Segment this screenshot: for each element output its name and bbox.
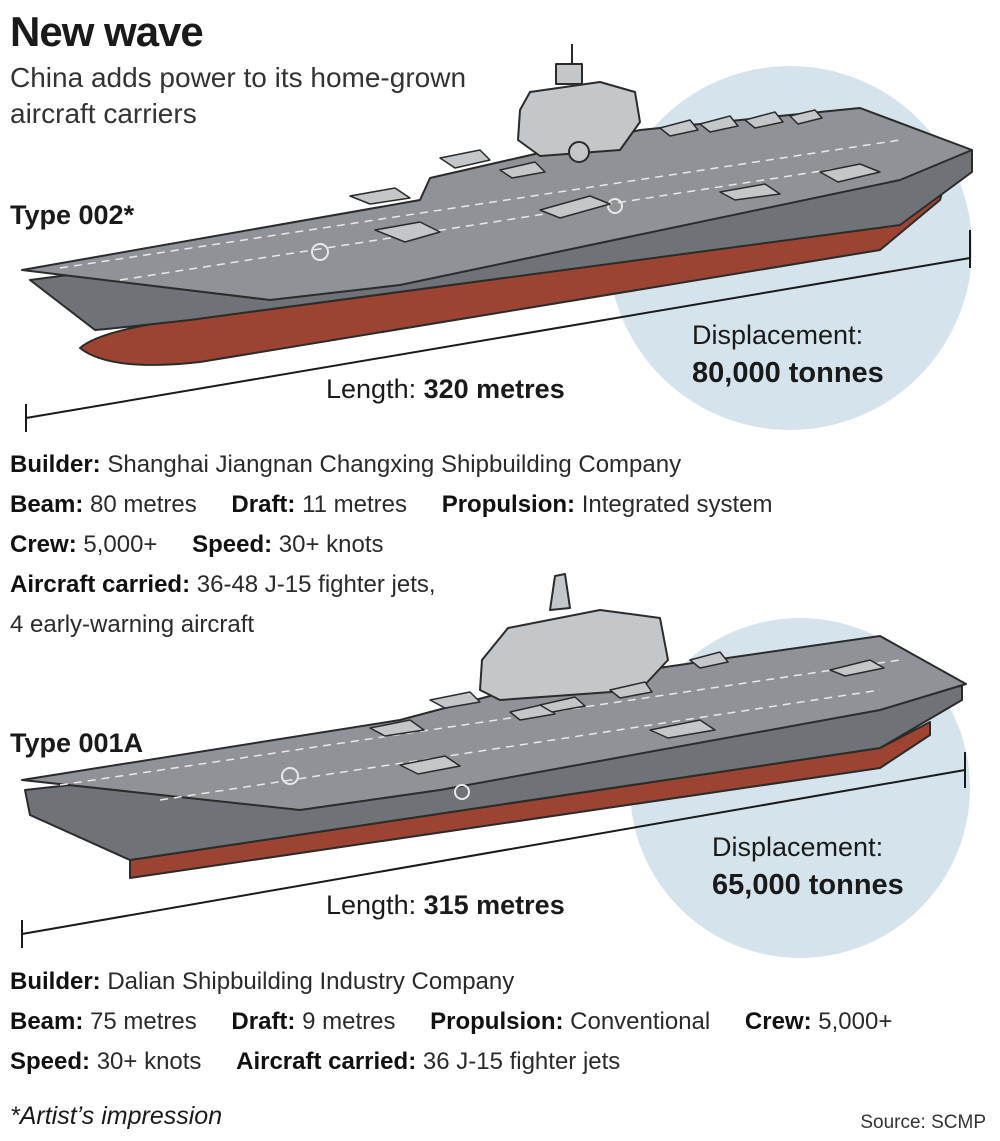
page-title: New wave [10,8,204,55]
specs-001a: Builder: Dalian Shipbuilding Industry Co… [10,962,892,1082]
carrier-type-002 [21,44,973,366]
displacement-label-002: Displacement: 80,000 tonnes [692,320,884,389]
ship-label-001a: Type 001A [10,728,144,758]
spec-row-builder-002: Builder: Shanghai Jiangnan Changxing Shi… [10,451,682,478]
spec-row-dimensions-001a: Beam: 75 metres Draft: 9 metres Propulsi… [10,1008,893,1035]
spec-row-aircraft-2-002: 4 early-warning aircraft [10,611,255,638]
spec-row-builder-001a: Builder: Dalian Shipbuilding Industry Co… [10,968,515,995]
island-002 [517,81,641,157]
carrier-type-001a [21,573,967,879]
length-label-002: Length: 320 metres [326,374,565,404]
spec-row-aircraft-002: Aircraft carried: 36-48 J-15 fighter jet… [10,571,436,598]
length-label-001a: Length: 315 metres [326,890,565,920]
hull-red-002 [79,181,946,366]
spec-row-crew-002: Crew: 5,000+ Speed: 30+ knots [10,531,384,558]
spec-row-speed-001a: Speed: 30+ knots Aircraft carried: 36 J-… [10,1048,621,1075]
length-line-001a [21,752,966,948]
length-line-002 [25,230,971,432]
footnote: *Artist’s impression [10,1102,223,1130]
ship-label-002: Type 002* [10,200,135,230]
specs-002: Builder: Shanghai Jiangnan Changxing Shi… [10,445,772,645]
island-001a [479,609,669,701]
flight-deck-002 [21,107,973,301]
source-credit: Source: SCMP [860,1112,986,1133]
displacement-label-001a: Displacement: 65,000 tonnes [712,832,904,901]
spec-row-dimensions-002: Beam: 80 metres Draft: 11 metres Propuls… [10,491,773,518]
flight-deck-001a [21,635,967,811]
page-subtitle: China adds power to its home-grown aircr… [10,62,467,129]
